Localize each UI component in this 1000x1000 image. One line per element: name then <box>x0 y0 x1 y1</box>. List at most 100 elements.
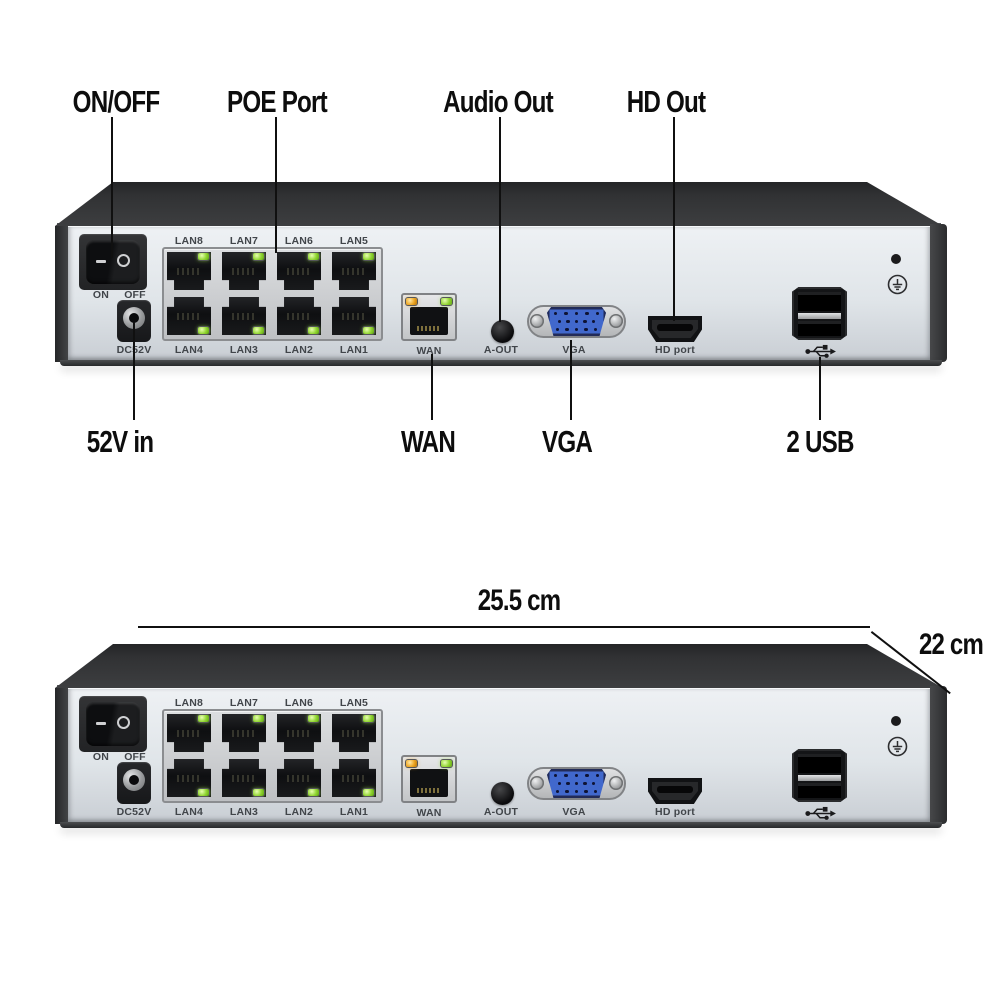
vga-pin-row <box>554 312 599 316</box>
wan-port <box>401 755 457 803</box>
chassis-top-face <box>55 644 943 688</box>
lan1-port <box>332 759 376 797</box>
dimension-width-line <box>138 626 870 628</box>
lan6-port <box>277 252 321 290</box>
vga-pin-row <box>554 789 599 793</box>
vga-pins <box>554 312 599 331</box>
power-switch-rocker <box>86 702 140 746</box>
lan8-label: LAN8 <box>174 697 204 709</box>
lan8-port <box>167 714 211 752</box>
lan3-label: LAN3 <box>229 344 259 356</box>
lan4-led <box>198 327 209 334</box>
hdmi-port <box>648 316 702 342</box>
wan-led-left <box>406 760 417 767</box>
lan3-led <box>253 789 264 796</box>
power-switch <box>79 234 147 290</box>
dc-jack-hole <box>129 313 139 323</box>
panel-dot <box>891 254 901 264</box>
wan-port <box>401 293 457 341</box>
usb-port-top <box>798 292 841 311</box>
nvr-rear-view: ON OFF DC52V LAN8 LAN7 LAN6 LAN5 LAN4 LA… <box>55 642 947 834</box>
callout-vga: VGA <box>541 424 593 459</box>
lan1-led <box>363 327 374 334</box>
switch-off-mark-icon <box>117 716 130 729</box>
callout-on-off: ON/OFF <box>72 84 160 119</box>
switch-off-label: OFF <box>124 289 146 301</box>
callout-line-audio <box>499 117 501 322</box>
lan5-led <box>363 715 374 722</box>
lan2-led <box>308 327 319 334</box>
audio-out-jack <box>491 782 514 805</box>
lan6-label: LAN6 <box>284 697 314 709</box>
usb-trident-icon <box>805 806 836 820</box>
audio-out-label: A-OUT <box>483 806 519 818</box>
lan3-port <box>222 759 266 797</box>
callout-line-52v <box>133 322 135 420</box>
switch-on-label: ON <box>92 289 110 301</box>
hdmi-slot <box>657 786 693 793</box>
lan8-label: LAN8 <box>174 235 204 247</box>
vga-connector <box>527 765 626 802</box>
callout-poe-port: POE Port <box>227 84 328 119</box>
lan5-led <box>363 253 374 260</box>
hdmi-port <box>648 778 702 804</box>
vga-pin-row <box>554 781 599 786</box>
callout-line-usb <box>819 357 821 420</box>
callout-line-poe <box>275 117 277 253</box>
ground-icon <box>887 736 908 757</box>
power-switch-rocker <box>86 240 140 284</box>
lan1-port <box>332 297 376 335</box>
dc-jack-ring <box>123 307 145 329</box>
lan4-port <box>167 759 211 797</box>
callout-line-vga <box>570 340 572 420</box>
lan4-port <box>167 297 211 335</box>
lan5-port <box>332 714 376 752</box>
wan-label: WAN <box>416 807 442 819</box>
vga-screw-left <box>530 776 544 790</box>
callout-audio-out: Audio Out <box>443 84 554 119</box>
lan1-label: LAN1 <box>339 806 369 818</box>
lan2-port <box>277 297 321 335</box>
device-bottom: ON OFF DC52V LAN8 LAN7 LAN6 LAN5 LAN4 LA… <box>55 642 947 834</box>
hdmi-slot <box>657 324 693 331</box>
wan-led-left <box>406 298 417 305</box>
usb-port-top <box>798 754 841 773</box>
lan8-led <box>198 253 209 260</box>
vga-screw-right <box>609 776 623 790</box>
hd-port-label: HD port <box>655 806 695 818</box>
lan7-port <box>222 714 266 752</box>
chassis-right-side <box>930 224 947 362</box>
vga-pin-row <box>554 327 599 331</box>
lan3-led <box>253 327 264 334</box>
dc-power-jack <box>117 762 151 804</box>
dimension-width-label: 25.5 cm <box>477 584 561 617</box>
vga-label: VGA <box>562 806 586 818</box>
switch-on-mark-icon <box>96 260 106 263</box>
chassis-bottom-edge <box>60 822 942 828</box>
chassis-left-side <box>55 226 68 362</box>
lan4-led <box>198 789 209 796</box>
chassis-bottom-edge <box>60 360 942 366</box>
lan6-led <box>308 253 319 260</box>
wan-led-right <box>441 298 452 305</box>
lan8-led <box>198 715 209 722</box>
usb-trident-icon <box>805 344 836 358</box>
hd-port-label: HD port <box>655 344 695 356</box>
nvr-rear-view: ON OFF DC52V LAN8 LAN7 LAN6 LAN5 LAN4 LA… <box>55 180 947 372</box>
switch-off-label: OFF <box>124 751 146 763</box>
vga-pins <box>554 774 599 793</box>
vga-pin-row <box>554 319 599 324</box>
lan4-label: LAN4 <box>174 344 204 356</box>
power-switch <box>79 696 147 752</box>
vga-connector <box>527 303 626 340</box>
dual-usb-port <box>792 287 847 340</box>
lan2-label: LAN2 <box>284 806 314 818</box>
lan7-label: LAN7 <box>229 697 259 709</box>
vga-screw-left <box>530 314 544 328</box>
lan7-led <box>253 253 264 260</box>
callout-wan: WAN <box>400 424 456 459</box>
callout-line-on-off <box>111 117 113 258</box>
callout-2usb: 2 USB <box>786 424 854 459</box>
usb-divider <box>798 775 841 781</box>
